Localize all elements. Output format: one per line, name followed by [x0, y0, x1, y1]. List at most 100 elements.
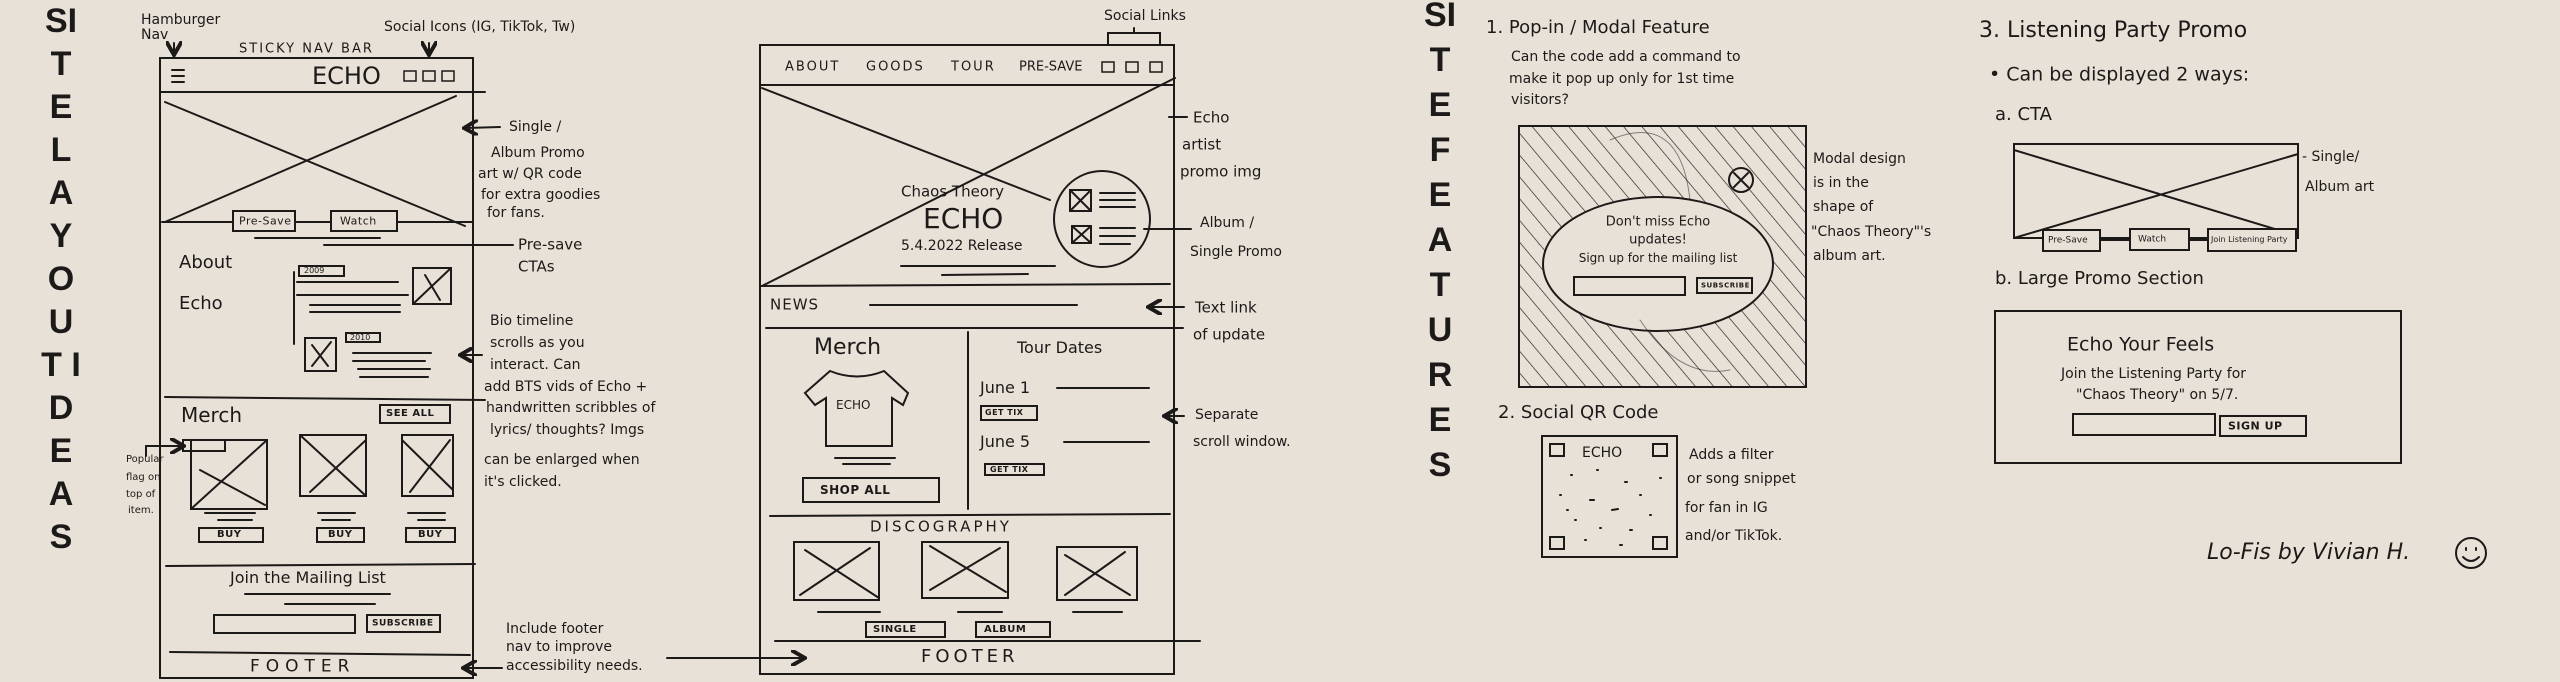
option-b-label: b. Large Promo Section: [1995, 268, 2204, 289]
qr-note: for fan in IG: [1685, 500, 1768, 516]
vertical-title-site-layout: SITE LAYOUT IDEAS: [41, 2, 81, 556]
annotation-presave-ctas: Pre-save: [518, 235, 583, 254]
listening-party-heading: 3. Listening Party Promo: [1979, 18, 2248, 43]
nav-tour[interactable]: TOUR: [951, 59, 996, 75]
annotation-artist-promo: promo img: [1180, 162, 1262, 181]
buy-button[interactable]: BUY: [217, 529, 242, 540]
qr-echo-logo: ECHO: [1582, 445, 1623, 461]
qr-note: and/or TikTok.: [1685, 528, 1783, 544]
large-promo-sketch: [1994, 310, 2402, 464]
qr-note: Adds a filter: [1689, 447, 1774, 463]
popular-flag: [182, 439, 226, 452]
vertical-title-site-features: SITE FEATURES: [1423, 0, 1457, 484]
album-button[interactable]: ALBUM: [984, 624, 1027, 635]
modal-message: Don't miss Echo: [1605, 214, 1711, 230]
annotation-promo-art: for extra goodies: [481, 187, 601, 203]
mailing-list-title: Join the Mailing List: [230, 568, 386, 587]
get-tix-button[interactable]: GET TIX: [990, 465, 1029, 474]
modal-sketch: [1518, 125, 1807, 388]
hero-image-placeholder: [761, 77, 1176, 287]
timeline-year: 2010: [350, 333, 371, 342]
buy-button[interactable]: BUY: [328, 529, 353, 540]
social-links-icons: [1101, 61, 1163, 73]
signature: Lo-Fis by Vivian H.: [2207, 540, 2411, 565]
annotation-footer-nav: accessibility needs.: [506, 658, 643, 674]
annotation-text-link: Text link: [1195, 298, 1257, 317]
annotation-separate-scroll: scroll window.: [1193, 434, 1291, 450]
annotation-promo-art: Single /: [509, 119, 562, 135]
get-tix-button[interactable]: GET TIX: [985, 408, 1024, 417]
sign-up-button[interactable]: SIGN UP: [2228, 419, 2283, 433]
smiley-icon: [2455, 537, 2487, 569]
shop-all-button[interactable]: SHOP ALL: [820, 483, 891, 497]
annotation-bio-timeline: interact. Can: [490, 357, 581, 373]
hero-image-placeholder: [164, 95, 466, 227]
footer-label: FOOTER: [921, 646, 1019, 667]
cta-watch-button[interactable]: Watch: [2138, 234, 2167, 245]
news-label[interactable]: NEWS: [770, 295, 820, 314]
tour-dates-title: Tour Dates: [1017, 338, 1103, 357]
email-input-box: [213, 614, 356, 634]
modal-note: album art.: [1813, 248, 1886, 264]
subscribe-button[interactable]: SUBSCRIBE: [372, 618, 434, 629]
hero-echo-logo: ECHO: [923, 202, 1004, 235]
annotation-bio-timeline: handwritten scribbles of: [486, 400, 656, 416]
cta-presave-button[interactable]: Pre-Save: [2048, 235, 2088, 246]
annotation-popular-flag: Popular: [126, 454, 164, 465]
about-title: Echo: [179, 293, 223, 314]
watch-button[interactable]: Watch: [340, 214, 377, 228]
annotation-popular-flag: flag on: [126, 472, 161, 483]
art-note: Album art: [2305, 179, 2375, 195]
modal-note: Modal design: [1813, 151, 1906, 167]
annotation-bio-timeline: lyrics/ thoughts? Imgs: [490, 422, 645, 438]
annotation-bio-timeline: can be enlarged when: [484, 452, 640, 468]
modal-question: make it pop up only for 1st time: [1509, 71, 1735, 87]
promo-title: Echo Your Feels: [2067, 333, 2215, 356]
annotation-presave-ctas: CTAs: [518, 257, 555, 276]
hamburger-icon: [171, 69, 185, 83]
nav-goods[interactable]: GOODS: [866, 59, 925, 75]
annotation-bio-timeline: scrolls as you: [490, 335, 585, 351]
modal-note: "Chaos Theory"'s: [1811, 224, 1932, 240]
timeline-image: [304, 337, 337, 372]
merch-items: [182, 434, 456, 543]
annotation-popular-flag: item.: [128, 505, 154, 516]
modal-message: Sign up for the mailing list: [1578, 251, 1738, 265]
nav-presave[interactable]: PRE-SAVE: [1019, 59, 1083, 75]
single-button[interactable]: SINGLE: [873, 624, 917, 635]
modal-note: is in the: [1813, 175, 1869, 191]
annotation-social-icons: Social Icons (IG, TikTok, Tw): [384, 19, 576, 35]
annotation-bio-timeline: Bio timeline: [490, 313, 574, 329]
modal-question: Can the code add a command to: [1511, 49, 1741, 65]
discography-title: DISCOGRAPHY: [870, 517, 1012, 536]
annotation-hamburger: Hamburger: [141, 12, 221, 28]
annotation-bio-timeline: add BTS vids of Echo +: [484, 379, 648, 395]
about-title: About: [179, 252, 233, 273]
social-icons-group: [403, 70, 455, 82]
modal-subscribe-button[interactable]: SUBSCRIBE: [1701, 281, 1750, 290]
buy-button[interactable]: BUY: [418, 529, 443, 540]
annotation-artist-promo: artist: [1182, 135, 1222, 154]
annotation-text-link: of update: [1193, 325, 1266, 344]
qr-note: or song snippet: [1687, 471, 1796, 487]
nav-about[interactable]: ABOUT: [785, 59, 841, 75]
tshirt-icon: [803, 369, 910, 447]
desktop-wireframe: [759, 27, 1201, 675]
see-all-button[interactable]: SEE ALL: [386, 408, 435, 419]
promo-text: Join the Listening Party for: [2061, 366, 2247, 382]
bio-timeline: [293, 265, 452, 378]
modal-feature-heading: 1. Pop-in / Modal Feature: [1486, 17, 1710, 38]
promo-text: "Chaos Theory" on 5/7.: [2076, 387, 2239, 403]
annotation-popular-flag: top of: [126, 489, 156, 500]
annotation-hamburger: Nav: [141, 27, 169, 43]
cta-join-listening-party-button[interactable]: Join Listening Party: [2211, 235, 2288, 244]
annotation-social-links: Social Links: [1104, 8, 1186, 24]
discography-images: [793, 541, 1138, 613]
mobile-wireframe: [145, 43, 803, 679]
presave-button[interactable]: Pre-Save: [239, 214, 292, 228]
tour-date: June 5: [980, 432, 1031, 451]
merch-title: Merch: [181, 403, 243, 427]
annotation-album-promo: Single Promo: [1190, 244, 1282, 260]
art-note: - Single/: [2302, 149, 2360, 165]
